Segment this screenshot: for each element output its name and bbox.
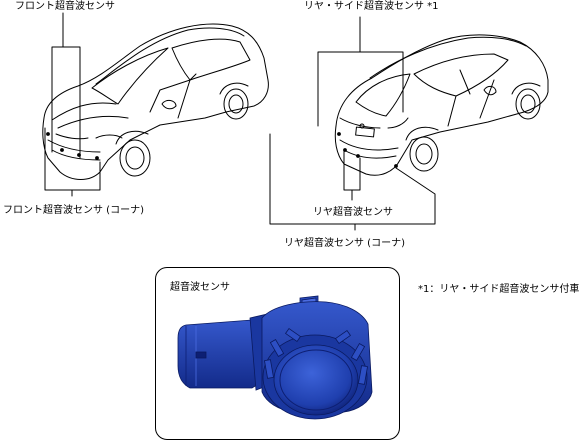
rear-car-drawing [334,34,549,176]
front-sensor-leader [51,12,81,159]
rear-sensor-label: リヤ超音波センサ [313,207,393,218]
rear-corner-leader [269,133,436,231]
rear-sensor-leader [343,149,361,201]
rear-side-leader [317,16,404,127]
footnote: *1：リヤ・サイド超音波センサ付車 [418,284,580,295]
rear-corner-sensor-label: リヤ超音波センサ (コーナ) [284,238,405,249]
front-corner-leader [44,127,101,197]
front-sensor-label: フロント超音波センサ [15,1,115,12]
sensor-detail-title: 超音波センサ [170,282,230,293]
sensor-body [261,295,373,420]
front-corner-sensor-label: フロント超音波センサ (コーナ) [3,205,144,216]
front-car-drawing [42,23,269,180]
rear-side-sensor-label: リヤ・サイド超音波センサ *1 [304,1,439,12]
